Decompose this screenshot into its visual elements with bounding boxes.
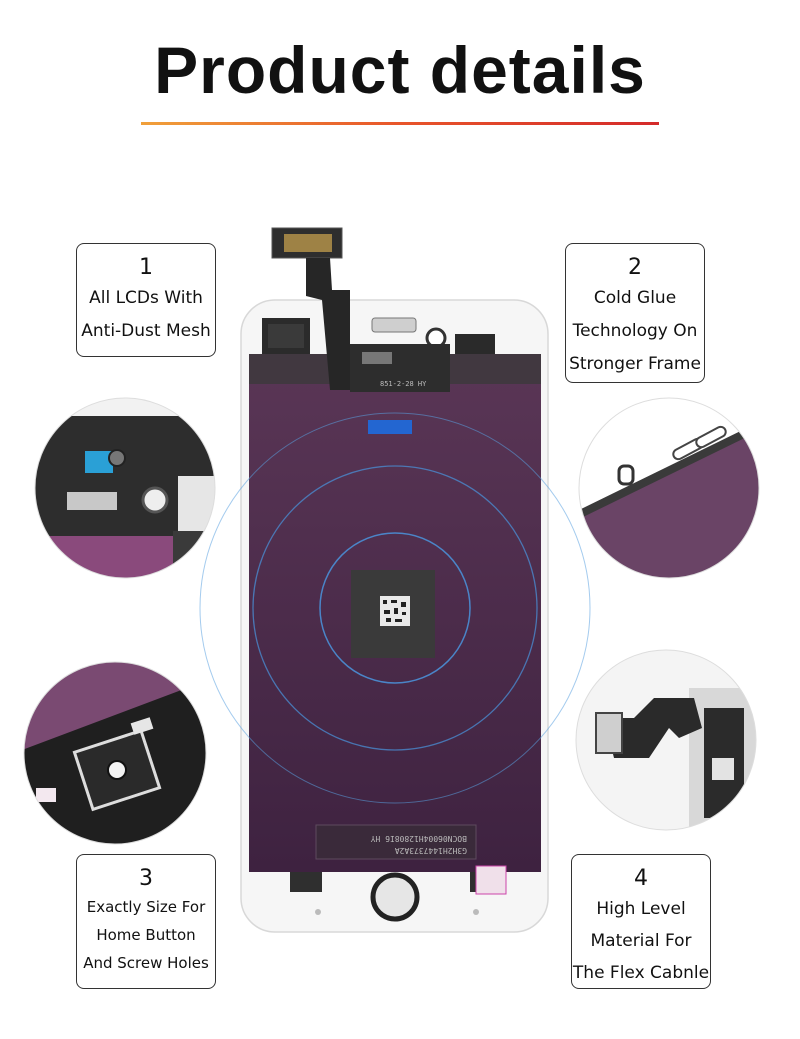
callout-line: All LCDs With <box>89 288 203 308</box>
zoom-circle-flex-connector <box>34 397 216 579</box>
callout-number: 3 <box>139 866 153 891</box>
callout-line: The Flex Cabnle <box>572 963 710 983</box>
callout-line: And Screw Holes <box>83 954 209 972</box>
barcode-line-1: BOCN06004H12808I6 HY <box>370 834 467 843</box>
barcode-line-2: G3H2H1447373A2A <box>395 846 467 855</box>
callout-line: Exactly Size For <box>86 898 206 916</box>
zoom-circle-frame-edge <box>578 397 760 579</box>
callout-line: Anti-Dust Mesh <box>81 321 211 341</box>
callout-line: Cold Glue <box>593 288 677 308</box>
callout-number: 4 <box>634 866 648 891</box>
zoom-circle-screw-holes <box>23 661 207 845</box>
title-underline <box>141 122 659 125</box>
callout-1-anti-dust-mesh: 1 All LCDs With Anti-Dust Mesh <box>76 243 216 357</box>
callout-line: Technology On <box>572 321 698 341</box>
callout-line: Stronger Frame <box>569 354 701 374</box>
callout-line: High Level <box>596 899 686 919</box>
callout-3-exact-size: 3 Exactly Size For Home Button And Screw… <box>76 854 216 989</box>
callout-4-flex-cable-material: 4 High Level Material For The Flex Cabnl… <box>571 854 711 989</box>
zoom-circle-flex-cable <box>575 649 757 831</box>
callout-line: Home Button <box>96 926 196 944</box>
callout-number: 2 <box>628 255 642 280</box>
callout-line: Material For <box>590 931 692 951</box>
callout-2-cold-glue: 2 Cold Glue Technology On Stronger Frame <box>565 243 705 383</box>
callout-number: 1 <box>139 255 153 280</box>
page-title: Product details <box>154 33 646 107</box>
flex-label-text: 851-2-28 HY <box>380 380 427 388</box>
